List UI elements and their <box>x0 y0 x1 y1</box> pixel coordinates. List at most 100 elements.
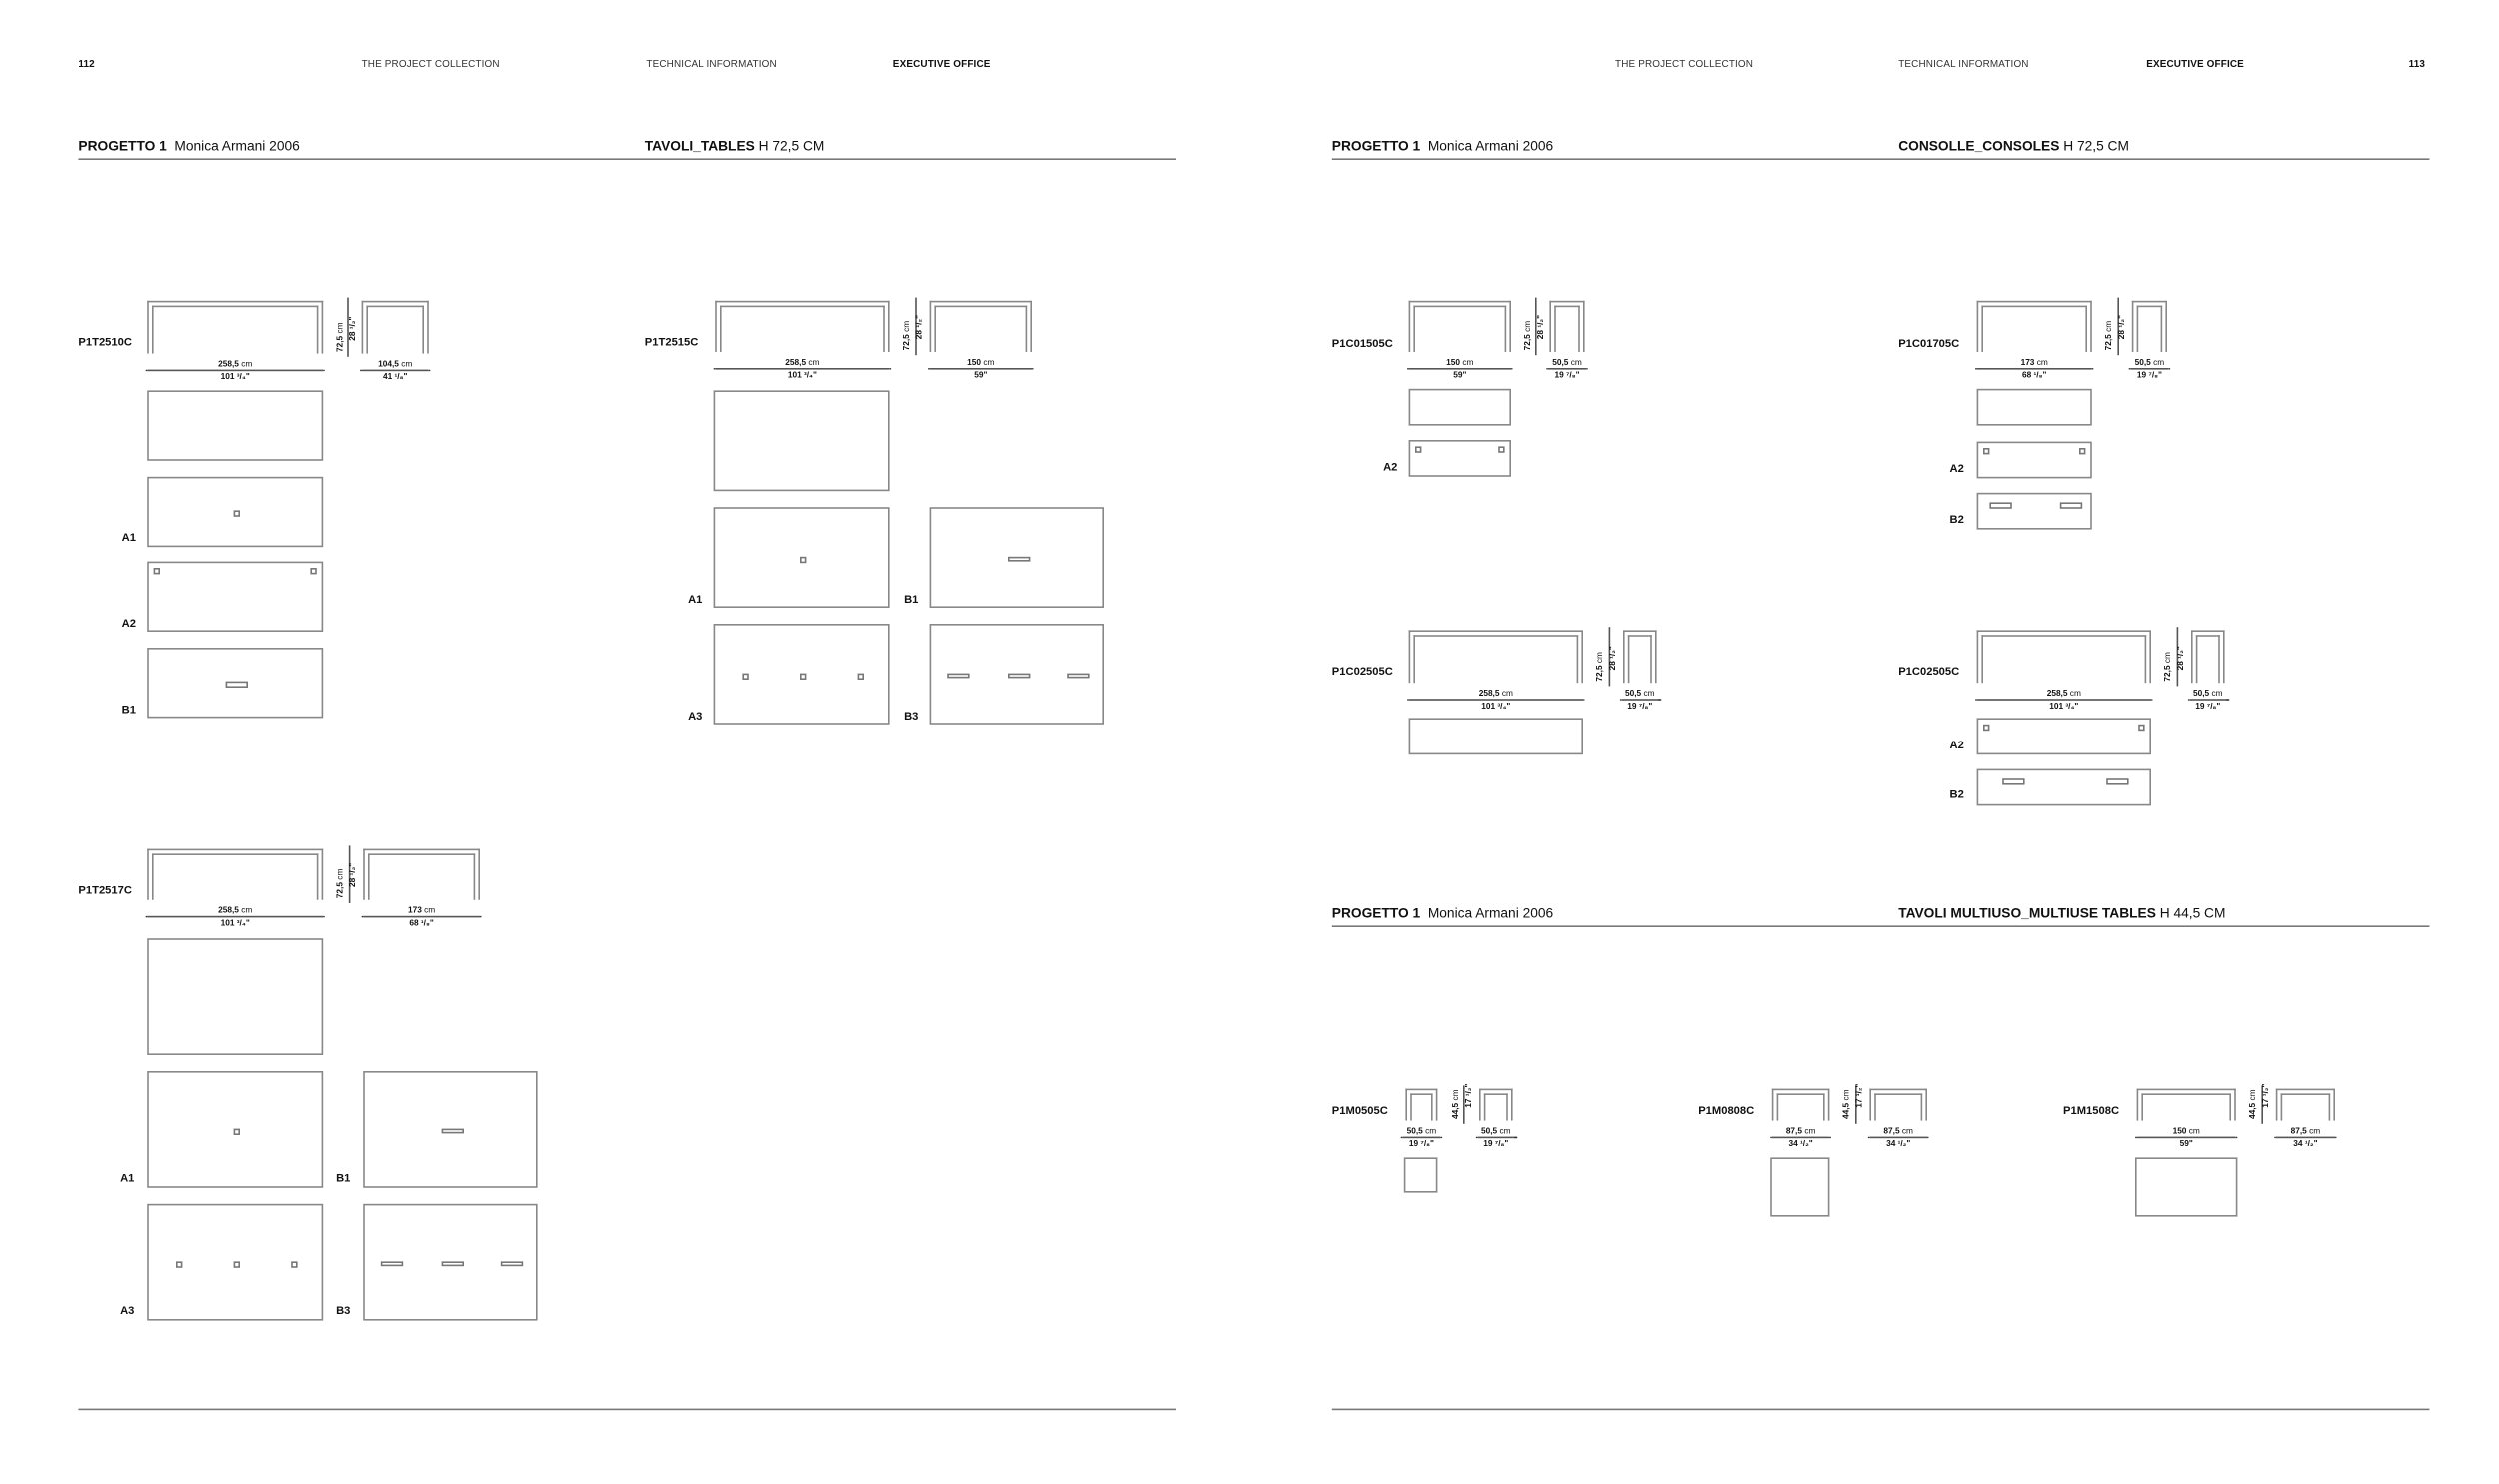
category-height: H 72,5 CM <box>2063 137 2129 154</box>
unit: cm <box>1595 652 1606 664</box>
side-elevation <box>2131 300 2167 352</box>
header-collection-left: THE PROJECT COLLECTION <box>361 59 500 71</box>
depth-dimension-line <box>928 368 1034 371</box>
width-cm: 173 <box>2020 357 2035 368</box>
depth-in: 19 ⁷/₈" <box>2195 701 2221 712</box>
category-name: CONSOLLE_CONSOLES <box>1898 137 2060 154</box>
front-elevation-inner <box>1776 1093 1825 1121</box>
unit: cm <box>1425 1126 1437 1136</box>
height-dimension-label: 72,5 cm <box>902 321 912 351</box>
width-in: 101 ³/₄" <box>220 918 250 928</box>
unit: cm <box>241 905 253 915</box>
width-dimension-cm: 173 cm <box>2021 358 2048 368</box>
width-in: 101 ³/₄" <box>220 372 250 382</box>
unit: cm <box>2163 652 2174 664</box>
height-cm: 44,5 <box>1842 1102 1852 1119</box>
plan-option-label: A3 <box>120 1306 135 1318</box>
depth-dimension-cm: 150 cm <box>967 358 994 368</box>
cable-slot <box>500 1260 523 1267</box>
plan-view-top <box>1403 1157 1438 1193</box>
depth-in: 34 ¹/₂" <box>1886 1139 1911 1149</box>
front-elevation <box>1405 1088 1438 1121</box>
width-in: 34 ¹/₂" <box>1788 1139 1813 1149</box>
header-technical-right: TECHNICAL INFORMATION <box>1898 59 2029 71</box>
depth-dimension-inches: 59" <box>974 370 987 380</box>
side-elevation <box>1869 1088 1927 1121</box>
section-title-category: CONSOLLE_CONSOLES H 72,5 CM <box>1898 138 2129 154</box>
unit: cm <box>2153 357 2165 368</box>
front-elevation <box>1408 300 1511 352</box>
width-cm: 258,5 <box>218 359 239 369</box>
width-dimension-inches: 101 ³/₄" <box>2049 702 2078 712</box>
plan-option-label: B3 <box>336 1306 351 1318</box>
unit: cm <box>1451 1089 1461 1101</box>
side-elevation-inner <box>2280 1093 2331 1121</box>
height-in: 28 ¹/₂" <box>1535 314 1546 340</box>
front-elevation <box>1771 1088 1830 1121</box>
section-title-category: TAVOLI MULTIUSO_MULTIUSE TABLES H 44,5 C… <box>1898 905 2225 921</box>
unit: cm <box>2104 320 2115 332</box>
height-dimension-label: 72,5 cm <box>1523 321 1533 351</box>
plan-view-a2 <box>1408 440 1511 477</box>
front-elevation-inner <box>1413 634 1579 684</box>
width-in: 19 ⁷/₈" <box>1408 1139 1434 1149</box>
height-cm: 72,5 <box>335 335 345 352</box>
depth-dimension-cm: 50,5 cm <box>1481 1126 1511 1136</box>
header-office-right: EXECUTIVE OFFICE <box>2146 59 2244 71</box>
width-dimension-cm: 258,5 cm <box>785 358 819 368</box>
plan-view-top <box>1408 388 1511 426</box>
width-dimension-inches: 101 ³/₄" <box>221 918 250 928</box>
unit: cm <box>1501 688 1513 699</box>
side-elevation <box>1623 630 1657 684</box>
cable-slot <box>440 1128 464 1134</box>
depth-in: 68 ¹/₈" <box>409 918 434 928</box>
front-elevation-inner <box>1409 1093 1433 1121</box>
width-dimension-cm: 150 cm <box>1446 358 1473 368</box>
page-number-left: 112 <box>78 59 95 71</box>
height-in: 28 ¹/₂" <box>915 314 925 340</box>
section-title-projetto: PROGETTO 1 Monica Armani 2006 <box>78 138 299 154</box>
width-cm: 258,5 <box>1478 688 1500 699</box>
grommet-square <box>741 672 749 680</box>
depth-dimension-inches: 41 ¹/₈" <box>383 372 407 382</box>
depth-dimension-line <box>360 369 431 372</box>
side-elevation-inner <box>367 853 476 900</box>
plan-option-label: A1 <box>120 1173 135 1185</box>
side-elevation-inner <box>1873 1093 1923 1121</box>
product-code: P1T2510C <box>78 337 132 349</box>
height-dimension-label: 72,5 cm <box>1596 652 1606 682</box>
height-dimension-label: 72,5 cm <box>335 322 345 352</box>
section-title-projetto: PROGETTO 1 Monica Armani 2006 <box>1332 138 1553 154</box>
height-dimension-inches: 28 ¹/₂" <box>348 317 358 341</box>
unit: cm <box>2211 688 2223 699</box>
depth-dimension-cm: 87,5 cm <box>2291 1126 2321 1136</box>
header-office-left: EXECUTIVE OFFICE <box>892 59 991 71</box>
side-elevation <box>363 848 480 900</box>
grommet-square <box>800 556 807 563</box>
plan-view-top <box>2135 1157 2238 1217</box>
depth-dimension-line <box>2274 1136 2337 1139</box>
unit: cm <box>983 357 995 368</box>
side-elevation-inner <box>1483 1093 1509 1121</box>
grommet-square <box>1983 448 1990 455</box>
depth-cm: 104,5 <box>378 359 399 369</box>
plan-option-label: B3 <box>904 712 919 724</box>
grommet-square <box>1983 724 1990 732</box>
depth-dimension-inches: 68 ¹/₈" <box>409 918 433 928</box>
width-in: 101 ³/₄" <box>2049 701 2079 712</box>
width-dimension-line <box>145 369 325 372</box>
depth-in: 41 ¹/₈" <box>382 372 408 382</box>
product-code: P1M1508C <box>2063 1106 2120 1118</box>
plan-view-a1 <box>147 1071 324 1188</box>
cable-slot <box>1007 673 1030 679</box>
depth-in: 19 ⁷/₈" <box>1554 370 1580 380</box>
side-elevation-inner <box>2195 634 2221 684</box>
width-in: 59" <box>2179 1139 2193 1149</box>
width-in: 101 ³/₄" <box>787 370 817 380</box>
plan-view-b3 <box>363 1203 538 1321</box>
unit: cm <box>2069 688 2081 699</box>
grommet-square <box>291 1260 299 1267</box>
height-dimension-inches: 17 ¹/₂" <box>1464 1084 1474 1108</box>
section-rule <box>78 158 1176 160</box>
front-elevation <box>147 300 324 354</box>
